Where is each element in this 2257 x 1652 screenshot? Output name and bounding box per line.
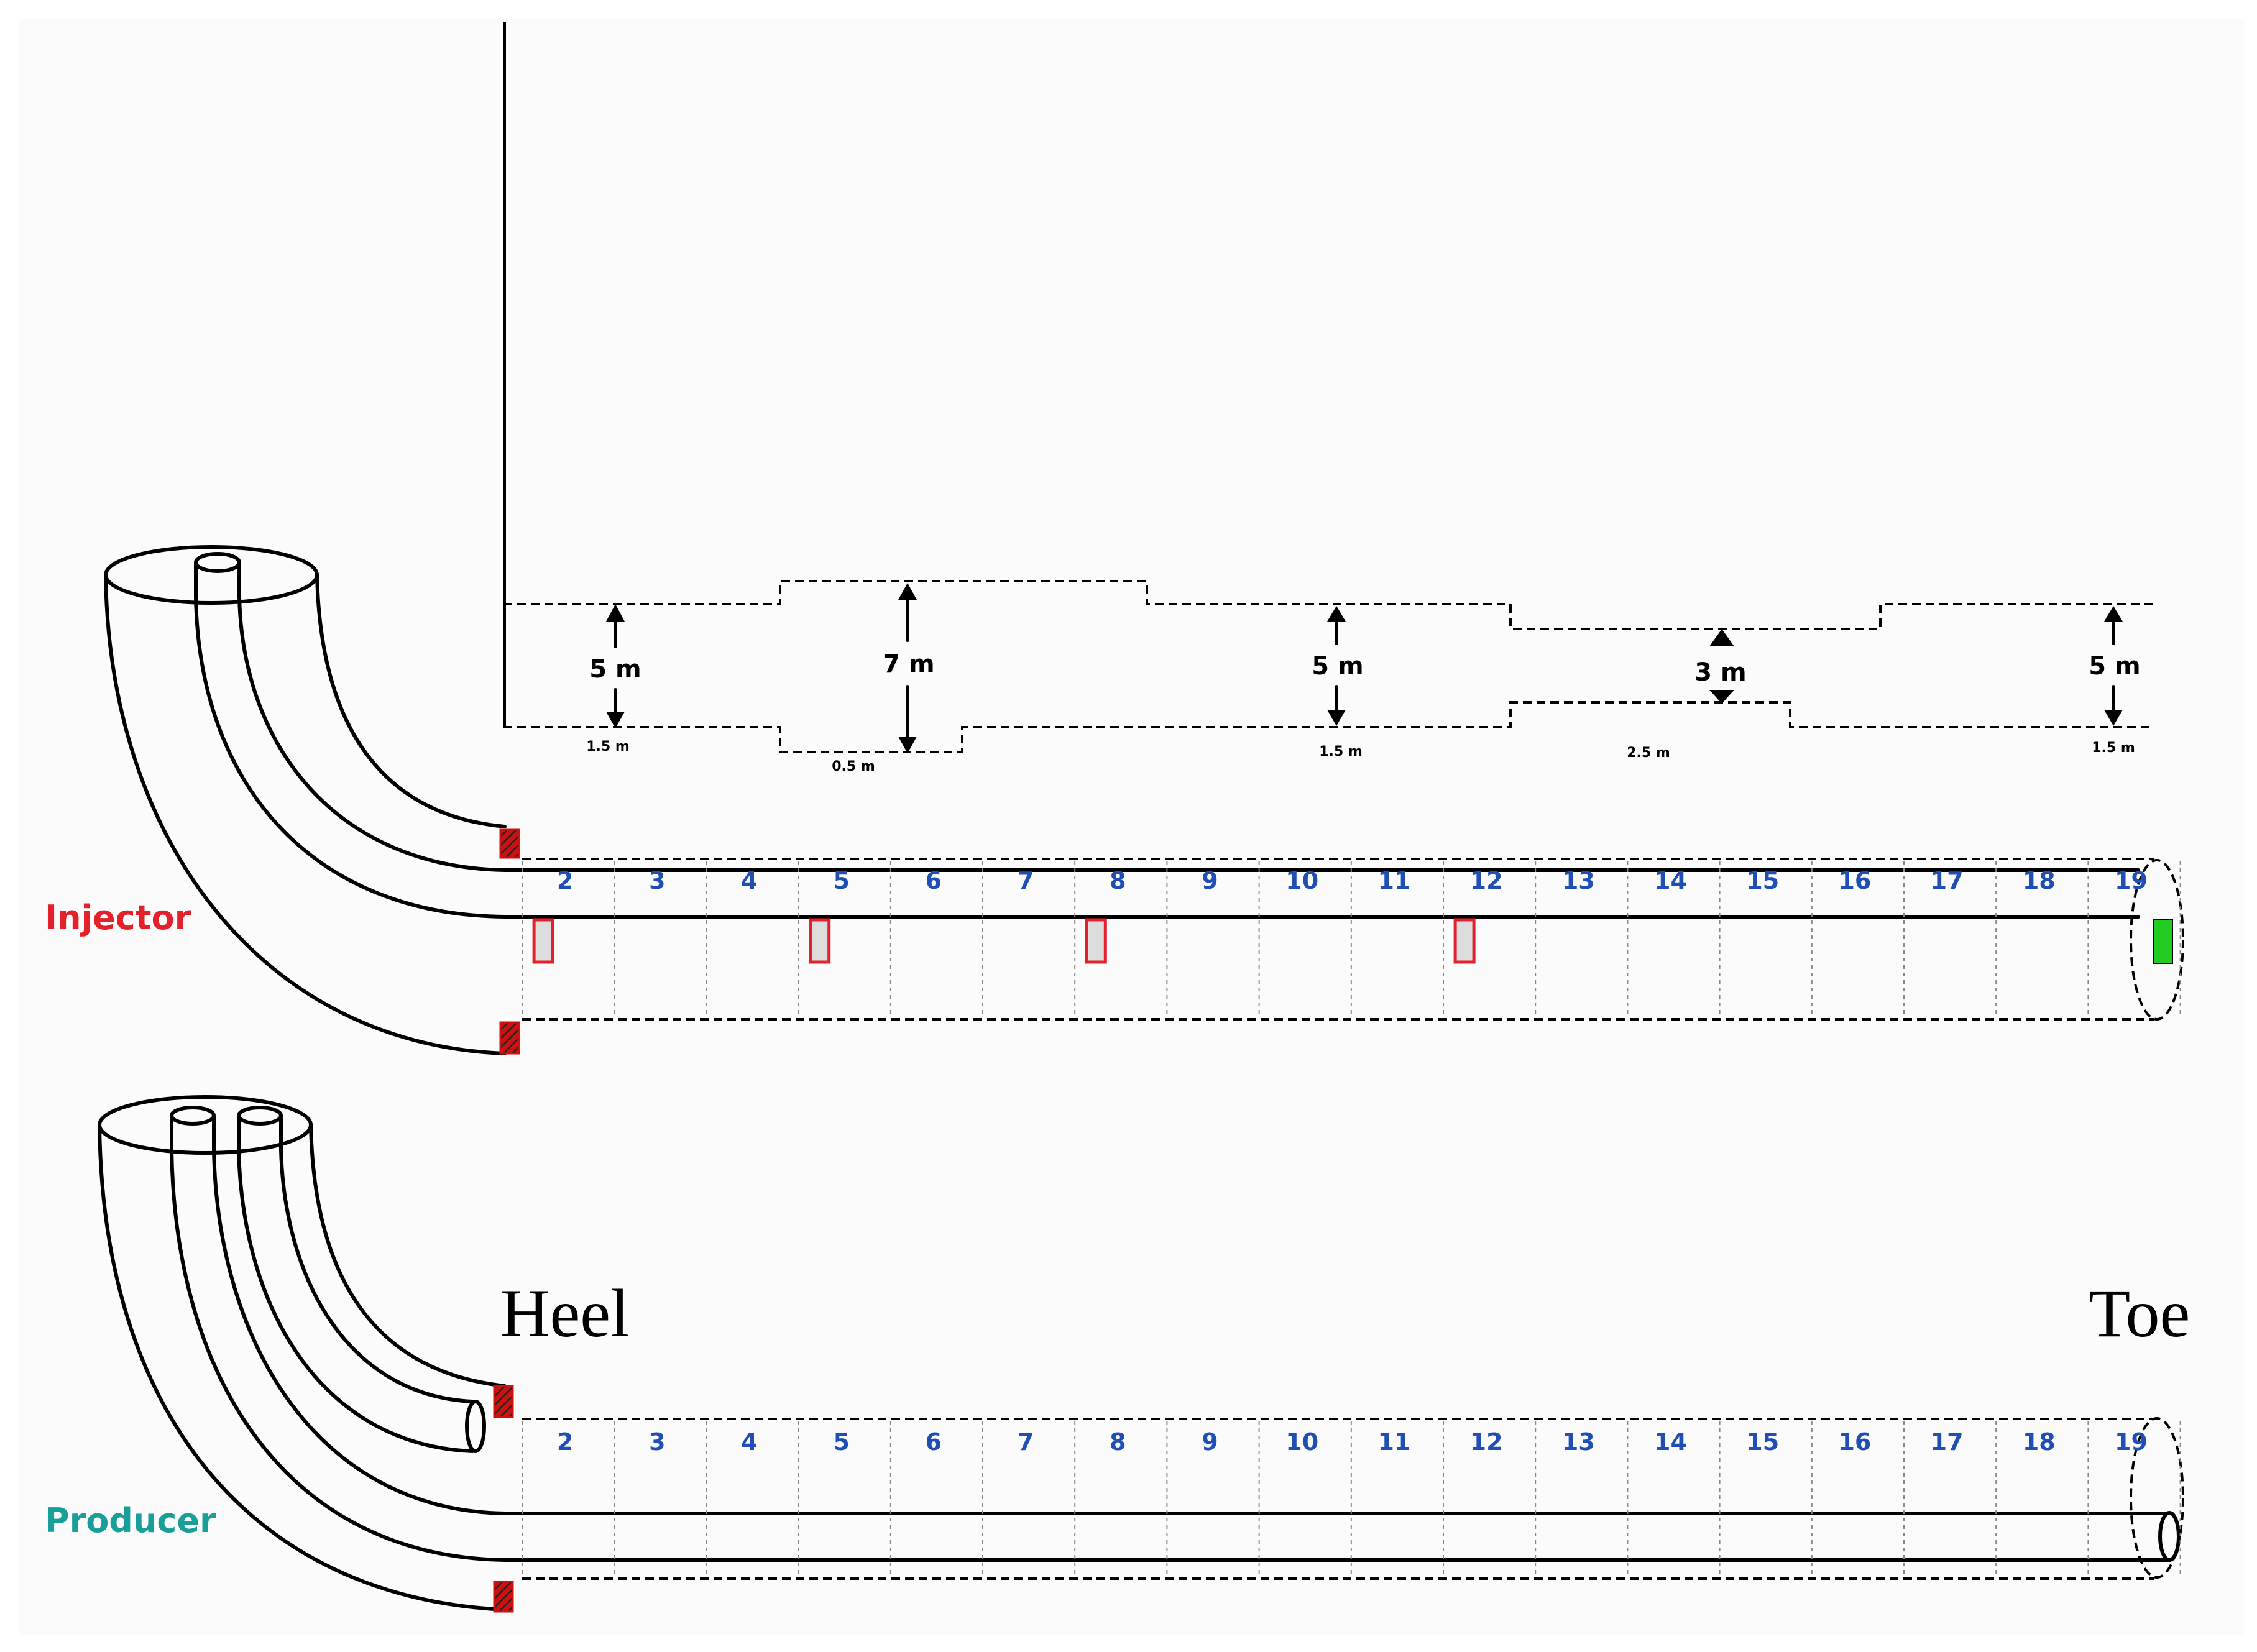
injector-tubing-outer bbox=[194, 561, 507, 919]
inj-segment-number: 5 bbox=[833, 867, 849, 894]
producer-segment-dividers bbox=[522, 1421, 2181, 1577]
height-label-2: 7 m bbox=[883, 650, 934, 679]
inj-segment-number: 18 bbox=[2023, 867, 2056, 894]
inj-segment-number: 17 bbox=[1931, 867, 1964, 894]
injector-well: 2 3 4 5 6 7 8 9 10 11 12 13 14 15 16 17 18 19 Injector bbox=[45, 545, 2184, 1055]
prod-segment-number: 12 bbox=[1470, 1428, 1503, 1456]
inj-segment-number: 4 bbox=[741, 867, 757, 894]
prod-segment-number: 10 bbox=[1285, 1428, 1318, 1456]
height-arrow-1 bbox=[606, 604, 625, 728]
producer-tubing-2-inner bbox=[279, 1114, 474, 1403]
injector-casing-inner bbox=[315, 573, 507, 828]
producer-segment-numbers: 2 3 4 5 6 7 8 9 10 11 12 13 14 15 16 17 18 19 bbox=[557, 1428, 2148, 1456]
prod-segment-number: 16 bbox=[1838, 1428, 1871, 1456]
inj-segment-number: 15 bbox=[1746, 867, 1779, 894]
height-arrow-2 bbox=[898, 583, 917, 753]
injector-label: Injector bbox=[45, 898, 191, 937]
inj-segment-number: 16 bbox=[1838, 867, 1871, 894]
inj-segment-number: 10 bbox=[1285, 867, 1318, 894]
injector-casing-shoe-top bbox=[499, 828, 520, 859]
height-label-5: 5 m bbox=[2089, 652, 2140, 681]
injector-casing-shoe-bottom bbox=[499, 1021, 520, 1055]
injector-toe-marker bbox=[2153, 919, 2173, 964]
injector-segment-numbers: 2 3 4 5 6 7 8 9 10 11 12 13 14 15 16 17 18 19 bbox=[557, 867, 2148, 894]
length-label-1: 1.5 m bbox=[586, 739, 630, 755]
height-label-1: 5 m bbox=[589, 655, 641, 684]
toe-label: Toe bbox=[2089, 1275, 2190, 1351]
inj-segment-number: 13 bbox=[1562, 867, 1595, 894]
inj-segment-number: 11 bbox=[1377, 867, 1410, 894]
prod-segment-number: 17 bbox=[1931, 1428, 1964, 1456]
height-arrow-5 bbox=[2104, 606, 2123, 726]
prod-segment-number: 15 bbox=[1746, 1428, 1779, 1456]
packer-marker bbox=[532, 918, 554, 964]
length-label-4: 2.5 m bbox=[1627, 745, 1670, 761]
producer-toe-ellipse bbox=[2130, 1417, 2184, 1579]
producer-tubing-end bbox=[2158, 1511, 2181, 1562]
profile-bottom-boundary bbox=[503, 701, 2154, 753]
producer-casing-shoe-bottom bbox=[493, 1581, 514, 1613]
producer-tubing-1-inner bbox=[212, 1114, 507, 1515]
heel-label: Heel bbox=[500, 1275, 630, 1351]
prod-segment-number: 7 bbox=[1018, 1428, 1034, 1456]
inj-segment-number: 2 bbox=[557, 867, 573, 894]
thickness-profile: 5 m 7 m 5 m 3 m 5 m 1.5 m 0.5 m 1.5 m 2.… bbox=[503, 580, 2154, 774]
inj-segment-number: 3 bbox=[649, 867, 665, 894]
packer-marker bbox=[1085, 918, 1107, 964]
injector-packers bbox=[532, 918, 1476, 964]
injector-tubing-inner bbox=[237, 561, 507, 872]
producer-tubing-2-end bbox=[465, 1400, 486, 1453]
inj-segment-number: 8 bbox=[1110, 867, 1126, 894]
prod-segment-number: 19 bbox=[2115, 1428, 2148, 1456]
packer-marker bbox=[809, 918, 831, 964]
height-label-4: 3 m bbox=[1694, 658, 1746, 687]
packer-marker bbox=[1453, 918, 1476, 964]
producer-casing-outer bbox=[98, 1123, 507, 1612]
producer-well: 2 3 4 5 6 7 8 9 10 11 12 13 14 15 16 17 18 19 Producer bbox=[45, 1095, 2184, 1613]
prod-segment-number: 13 bbox=[1562, 1428, 1595, 1456]
inj-segment-number: 14 bbox=[1654, 867, 1687, 894]
inj-segment-number: 12 bbox=[1470, 867, 1503, 894]
profile-top-boundary bbox=[503, 580, 2154, 630]
length-label-3: 1.5 m bbox=[1319, 744, 1363, 759]
prod-segment-number: 4 bbox=[741, 1428, 757, 1456]
injector-casing-outer bbox=[104, 573, 507, 1055]
height-label-3: 5 m bbox=[1312, 652, 1363, 681]
injector-segment-dividers bbox=[522, 861, 2181, 1017]
prod-segment-number: 8 bbox=[1110, 1428, 1126, 1456]
prod-segment-number: 18 bbox=[2023, 1428, 2056, 1456]
diagram-background bbox=[19, 19, 2244, 1635]
injector-toe-ellipse bbox=[2130, 859, 2184, 1021]
prod-segment-number: 11 bbox=[1377, 1428, 1410, 1456]
inj-segment-number: 7 bbox=[1018, 867, 1034, 894]
inj-segment-number: 9 bbox=[1202, 867, 1218, 894]
producer-label: Producer bbox=[45, 1501, 216, 1540]
prod-segment-number: 3 bbox=[649, 1428, 665, 1456]
height-arrow-4 bbox=[1709, 629, 1734, 704]
inj-segment-number: 19 bbox=[2115, 867, 2148, 894]
producer-tubing-2-outer bbox=[237, 1114, 474, 1453]
producer-casing-inner bbox=[309, 1123, 507, 1388]
length-label-5: 1.5 m bbox=[2092, 740, 2135, 756]
length-label-2: 0.5 m bbox=[832, 759, 875, 774]
prod-segment-number: 6 bbox=[926, 1428, 942, 1456]
prod-segment-number: 9 bbox=[1202, 1428, 1218, 1456]
inj-segment-number: 6 bbox=[926, 867, 942, 894]
prod-segment-number: 14 bbox=[1654, 1428, 1687, 1456]
height-arrow-3 bbox=[1327, 606, 1346, 726]
prod-segment-number: 5 bbox=[833, 1428, 849, 1456]
prod-segment-number: 2 bbox=[557, 1428, 573, 1456]
producer-tubing-1-outer bbox=[170, 1114, 507, 1562]
producer-casing-shoe-top bbox=[493, 1385, 514, 1418]
